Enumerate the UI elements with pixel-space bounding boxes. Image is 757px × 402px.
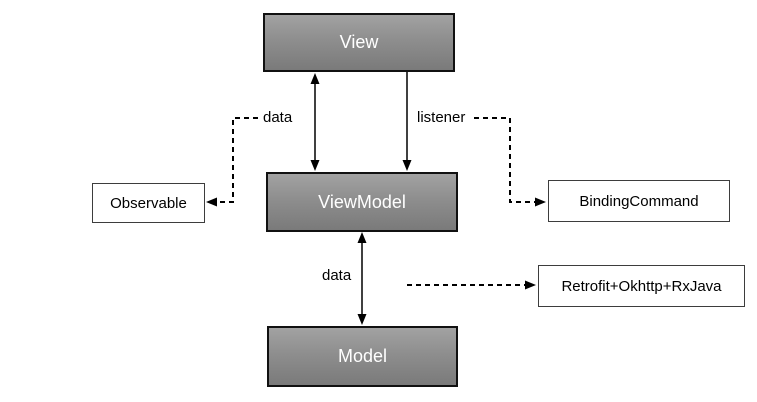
edge-label-data-mid: data	[322, 267, 352, 284]
dashed-arrow-data-observable	[206, 117, 258, 207]
arrow-viewmodel-model-double	[357, 232, 367, 325]
edge-label-listener: listener	[417, 109, 466, 126]
edge-label-data-top: data	[263, 109, 293, 126]
node-bindingcommand: BindingCommand	[548, 180, 730, 222]
node-observable: Observable	[92, 183, 205, 223]
arrow-view-viewmodel-down	[402, 72, 412, 171]
dashed-arrow-listener-bindingcommand	[474, 117, 546, 207]
node-view: View	[263, 13, 455, 72]
node-retrofit: Retrofit+Okhttp+RxJava	[538, 265, 745, 307]
arrow-view-viewmodel-double	[310, 73, 320, 171]
dashed-arrow-data-retrofit	[407, 280, 536, 290]
node-model: Model	[267, 326, 458, 387]
node-viewmodel: ViewModel	[266, 172, 458, 232]
